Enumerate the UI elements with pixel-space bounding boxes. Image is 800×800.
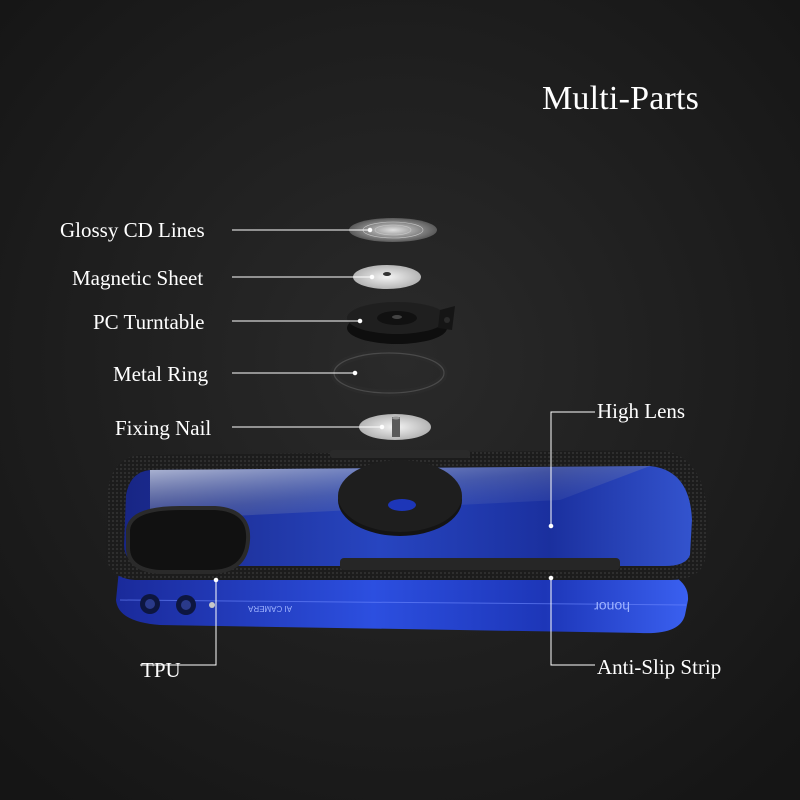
- phone-case: [105, 450, 708, 580]
- label-glossy-cd-lines: Glossy CD Lines: [60, 218, 205, 242]
- callout-line-antislip: [550, 578, 595, 666]
- label-high-lens: High Lens: [597, 399, 686, 423]
- callout-line-tpu: [140, 580, 217, 666]
- label-pc-turntable: PC Turntable: [93, 310, 205, 334]
- label-tpu: TPU: [141, 658, 181, 682]
- label-fixing-nail: Fixing Nail: [115, 416, 212, 440]
- phone-brand-text: honor: [594, 599, 630, 615]
- magnetic-sheet-disc: [353, 265, 421, 289]
- label-anti-slip-strip: Anti-Slip Strip: [597, 655, 722, 679]
- label-magnetic-sheet: Magnetic Sheet: [72, 266, 204, 290]
- callout-lines: [140, 227, 595, 666]
- callout-line-lens: [550, 411, 595, 526]
- label-metal-ring: Metal Ring: [113, 362, 209, 386]
- pc-turntable-part: [347, 302, 455, 344]
- page-title: Multi-Parts: [542, 80, 700, 117]
- fixing-nail-part: [359, 414, 431, 440]
- glossy-cd-disc: [349, 218, 437, 242]
- phone-camera-text: AI CAMERA: [247, 604, 292, 613]
